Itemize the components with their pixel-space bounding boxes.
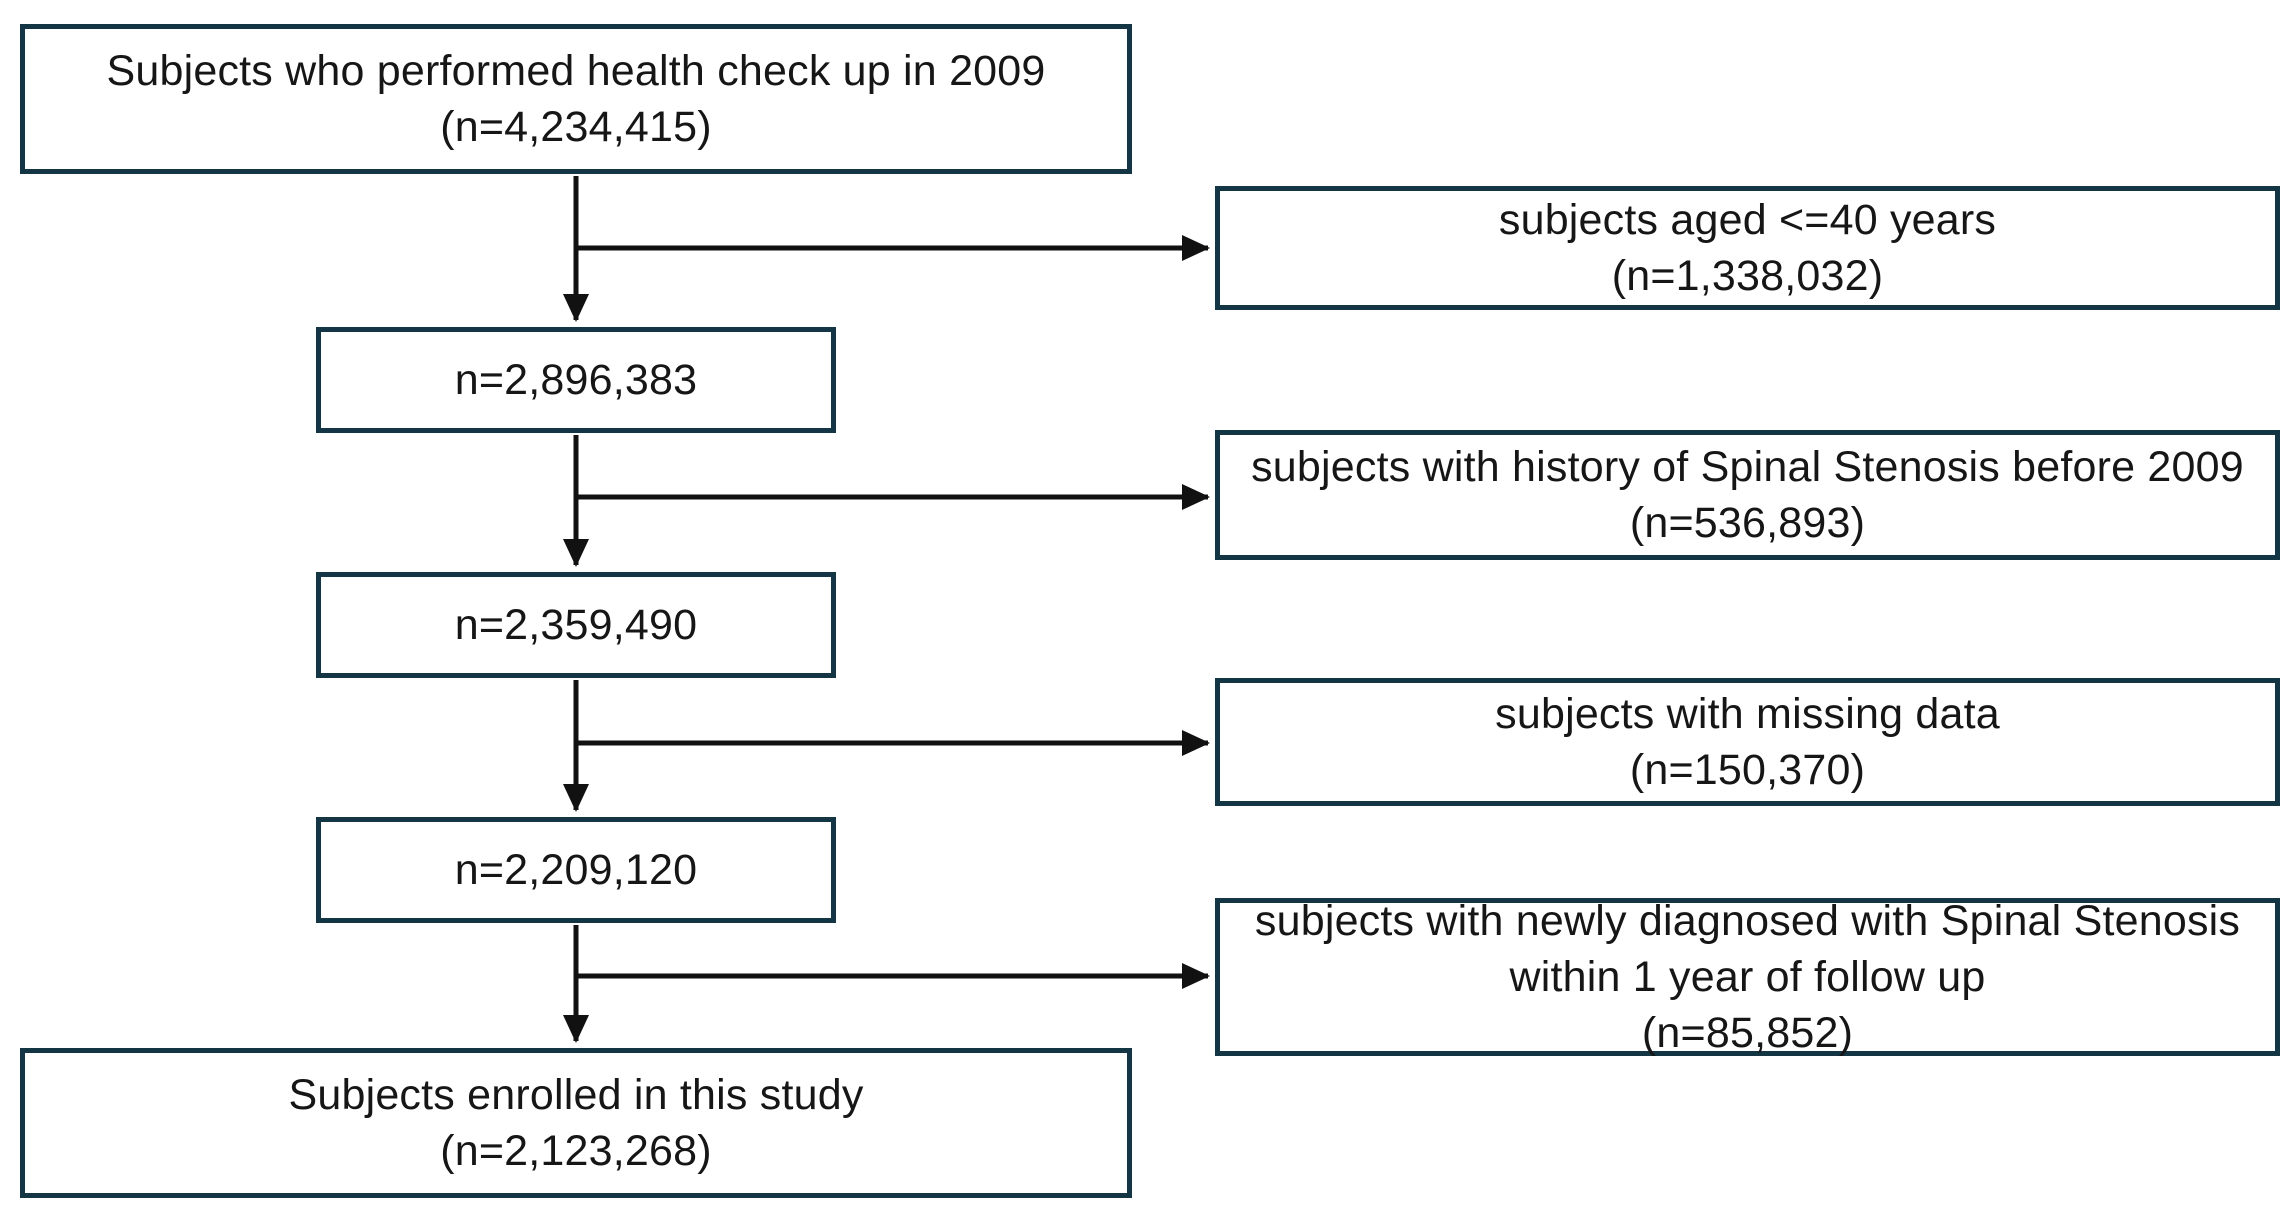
node-count: n=2,359,490 [454, 601, 698, 649]
node-count: (n=4,234,415) [440, 103, 712, 151]
node-after-age-exclusion: n=2,896,383 [316, 327, 836, 433]
node-health-checkup-2009: Subjects who performed health check up i… [20, 24, 1132, 174]
node-count: (n=150,370) [1629, 746, 1866, 794]
node-after-history-exclusion: n=2,359,490 [316, 572, 836, 678]
node-count: (n=1,338,032) [1611, 252, 1884, 300]
node-count: (n=536,893) [1629, 499, 1866, 547]
node-count: (n=2,123,268) [440, 1127, 712, 1175]
node-label: within 1 year of follow up [1509, 953, 1986, 1001]
node-count: n=2,896,383 [454, 356, 698, 404]
node-excluded-age: subjects aged <=40 years (n=1,338,032) [1215, 186, 2280, 310]
node-excluded-newly-diagnosed: subjects with newly diagnosed with Spina… [1215, 897, 2280, 1057]
node-label: subjects with missing data [1495, 690, 2000, 738]
node-enrolled-subjects: Subjects enrolled in this study (n=2,123… [20, 1048, 1132, 1198]
node-label: subjects with newly diagnosed with Spina… [1254, 897, 2241, 945]
node-count: n=2,209,120 [454, 846, 698, 894]
node-excluded-history: subjects with history of Spinal Stenosis… [1215, 430, 2280, 560]
node-count: (n=85,852) [1641, 1009, 1854, 1057]
node-label: subjects with history of Spinal Stenosis… [1251, 443, 2244, 491]
node-label: subjects aged <=40 years [1498, 196, 1997, 244]
node-after-missing-exclusion: n=2,209,120 [316, 817, 836, 923]
node-label: Subjects enrolled in this study [288, 1071, 864, 1119]
node-label: Subjects who performed health check up i… [106, 47, 1046, 95]
node-excluded-missing: subjects with missing data (n=150,370) [1215, 678, 2280, 806]
